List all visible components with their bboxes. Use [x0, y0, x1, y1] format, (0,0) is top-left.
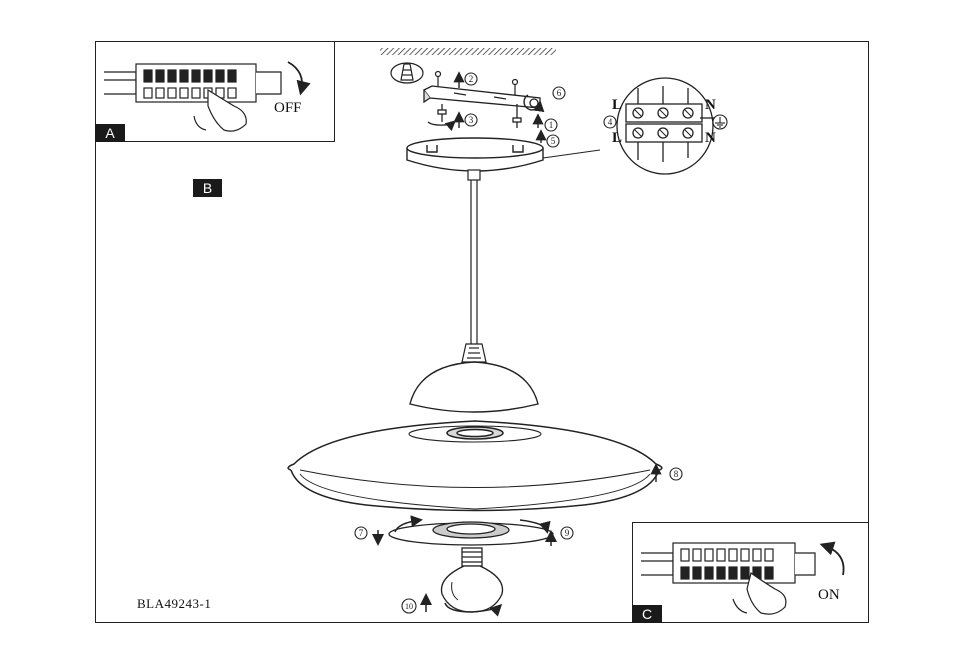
switch-off-text: OFF — [274, 100, 302, 116]
panel-b-label: B — [193, 179, 222, 197]
panel-a-switch-off: OFF A — [95, 41, 335, 142]
breaker-icon — [104, 61, 311, 132]
step-7-number: 7 — [359, 528, 364, 538]
bulb-icon — [440, 547, 504, 613]
panel-a-label: A — [95, 124, 125, 142]
step-8-number: 8 — [674, 469, 679, 479]
cord-grip — [461, 343, 487, 363]
hand-icon — [193, 88, 247, 132]
diagram-frame — [95, 41, 869, 623]
model-code: BLA49243-1 — [137, 596, 212, 611]
terminal-block-detail — [616, 77, 716, 175]
lamp-dome — [409, 361, 539, 413]
step-9-number: 9 — [565, 528, 570, 538]
step-5-number: 5 — [551, 136, 556, 146]
neutral-label-top: N — [705, 97, 716, 113]
live-label-top: L — [612, 97, 622, 113]
panel-c-switch-on: ON C — [632, 522, 869, 623]
neutral-label-bottom: N — [705, 130, 716, 146]
step-2-number: 2 — [469, 74, 474, 84]
wall-plug-icon — [390, 62, 424, 84]
ground-icon — [712, 114, 728, 130]
suspension-cord — [467, 169, 481, 344]
live-label-bottom: L — [612, 130, 622, 146]
rotate-arrow-icon — [819, 541, 845, 576]
step-4-number: 4 — [608, 117, 613, 127]
hand-icon — [732, 571, 787, 615]
rotate-arrow-icon — [372, 515, 557, 546]
screw-icon — [427, 104, 456, 132]
step-3-number: 3 — [469, 115, 474, 125]
panel-c-label: C — [632, 605, 662, 623]
step-1-number: 1 — [549, 120, 554, 130]
step-6-number: 6 — [557, 88, 562, 98]
screw-icon — [434, 70, 442, 88]
canopy — [406, 137, 544, 172]
ceiling — [380, 48, 556, 55]
lamp-shade — [287, 420, 663, 512]
locking-ring — [388, 521, 554, 546]
screw-icon — [511, 78, 519, 96]
screw-icon — [512, 104, 522, 128]
rotate-arrow-icon — [287, 61, 311, 96]
step-10-number: 10 — [405, 602, 413, 611]
switch-on-text: ON — [818, 587, 840, 603]
breaker-icon — [641, 541, 845, 615]
